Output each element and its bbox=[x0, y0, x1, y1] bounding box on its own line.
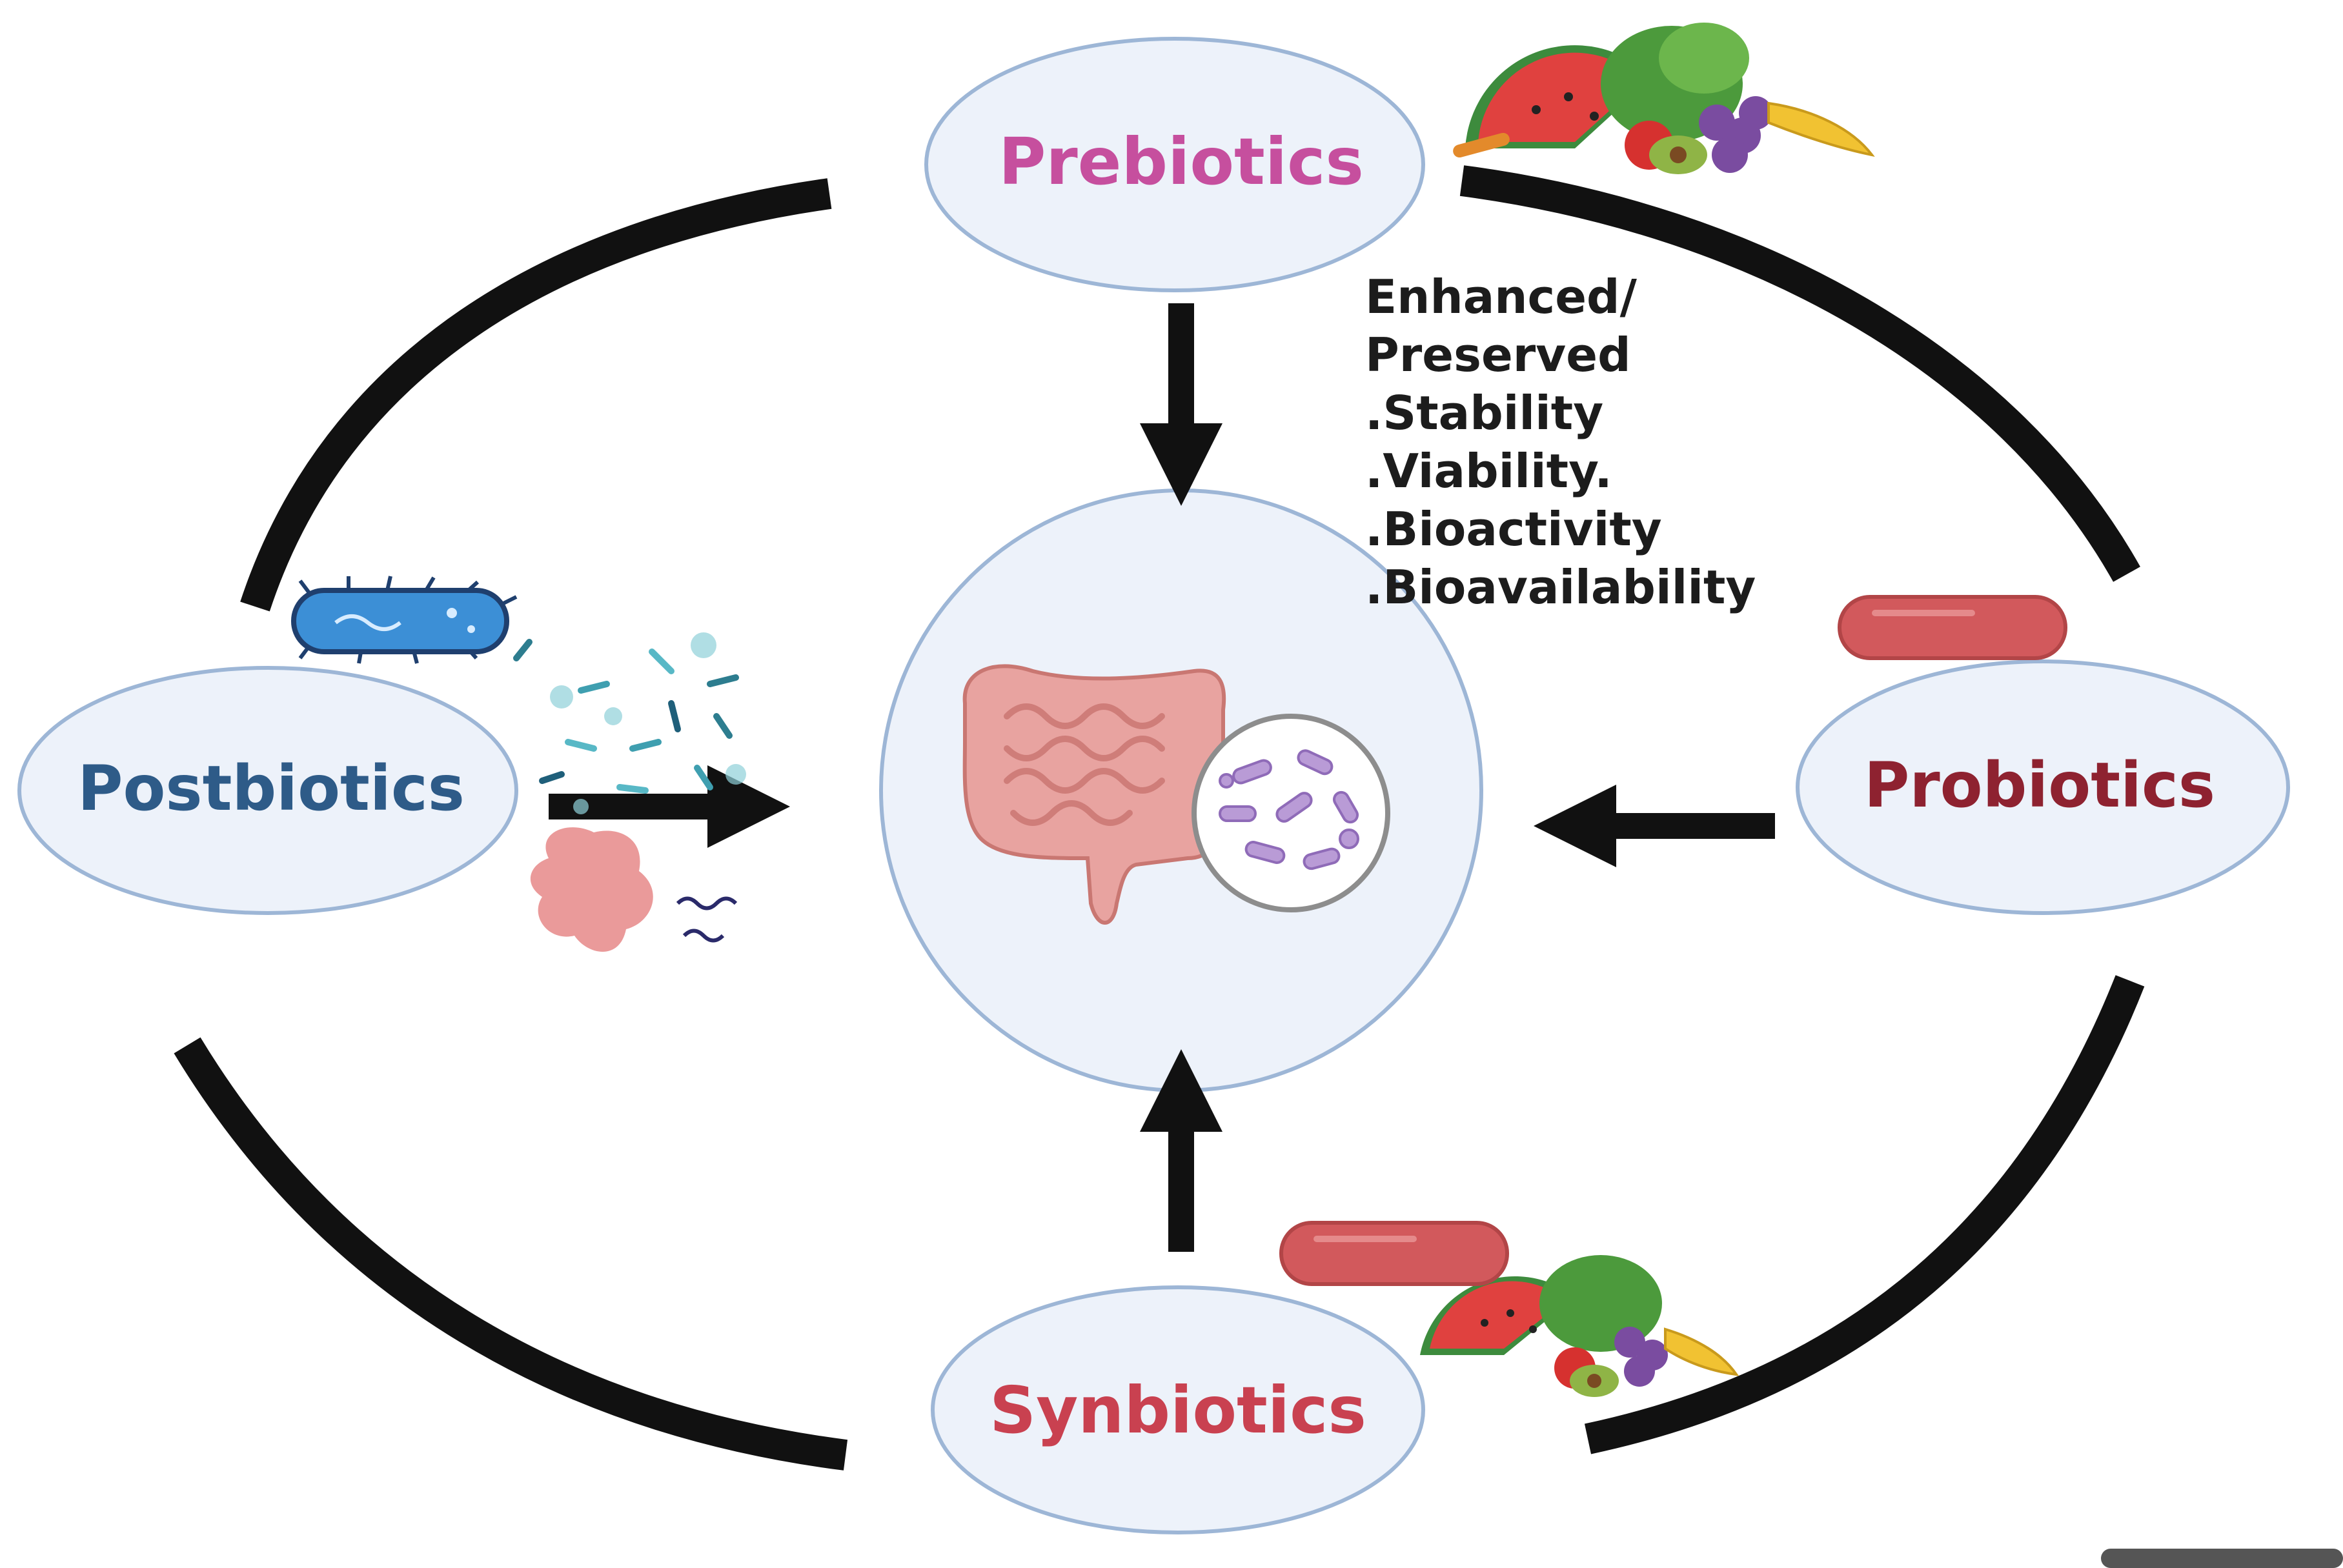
fruit-and-vegetables-icon-synbiotics bbox=[1420, 1255, 1740, 1397]
synbiotics-node: Synbiotics bbox=[931, 1285, 1425, 1534]
prebiotics-label: Prebiotics bbox=[999, 124, 1364, 199]
fruit-and-vegetables-icon bbox=[1453, 23, 1875, 174]
arc-bottom-right bbox=[1584, 975, 2145, 1454]
probiotic-capsule-icon bbox=[1838, 595, 2067, 660]
arc-top-left bbox=[240, 178, 832, 612]
gut-node bbox=[879, 488, 1483, 1092]
postbiotics-ellipse bbox=[17, 666, 518, 915]
probiotics-node: Probiotics bbox=[1796, 659, 2290, 915]
arc-top-right bbox=[1459, 165, 2140, 582]
benefit-line-6: .Bioavailability bbox=[1365, 560, 1756, 614]
benefit-line-3: .Stability bbox=[1365, 386, 1603, 440]
synbiotics-label: Synbiotics bbox=[989, 1372, 1366, 1448]
probiotics-ellipse bbox=[1796, 659, 2290, 915]
synbiotics-ellipse bbox=[931, 1285, 1425, 1534]
bacterium-icon bbox=[291, 576, 518, 664]
postbiotics-node: Postbiotics bbox=[17, 666, 518, 915]
arc-bottom-left bbox=[174, 1037, 848, 1471]
probiotics-label: Probiotics bbox=[1864, 749, 2215, 821]
postbiotic-metabolites-icon bbox=[513, 632, 746, 952]
benefit-line-5: .Bioactivity bbox=[1365, 502, 1662, 556]
probiotic-capsule-icon-synbiotics bbox=[1279, 1221, 1509, 1286]
ring-arcs bbox=[174, 165, 2145, 1471]
postbiotics-label: Postbiotics bbox=[77, 752, 465, 825]
benefit-line-4: .Viability. bbox=[1365, 444, 1612, 498]
benefit-line-2: Preserved bbox=[1365, 328, 1631, 382]
intestine-with-microbiota-icon bbox=[962, 664, 1390, 925]
prebiotics-ellipse bbox=[924, 37, 1425, 292]
benefits-list: Enhanced/ Preserved .Stability .Viabilit… bbox=[1365, 270, 1756, 614]
benefit-line-1: Enhanced/ bbox=[1365, 270, 1638, 324]
prebiotics-node: Prebiotics bbox=[924, 37, 1425, 292]
corner-bar bbox=[2101, 1549, 2343, 1568]
